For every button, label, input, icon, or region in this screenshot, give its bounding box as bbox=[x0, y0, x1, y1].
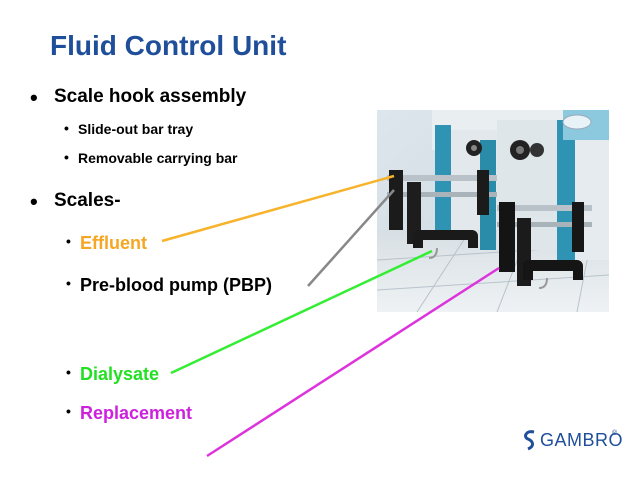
registered-mark: ® bbox=[612, 430, 618, 437]
bullet-marker: • bbox=[30, 189, 38, 214]
replacement-pointer-line bbox=[206, 266, 500, 458]
bullet-replacement: • Replacement bbox=[66, 403, 193, 424]
bullet-marker: • bbox=[64, 120, 69, 136]
bullet-label: Removable carrying bar bbox=[78, 150, 238, 166]
bullet-label: Scale hook assembly bbox=[54, 86, 247, 107]
scale-hook-assembly-photo bbox=[377, 110, 609, 312]
bullet-label: Effluent bbox=[80, 233, 147, 253]
bullet-label: Dialysate bbox=[80, 364, 160, 384]
bullet-marker: • bbox=[30, 85, 38, 110]
slide-title: Fluid Control Unit bbox=[50, 30, 287, 61]
bullet-slide-out-bar-tray: • Slide-out bar tray bbox=[64, 120, 194, 137]
effluent-pointer-line bbox=[161, 174, 395, 243]
bullet-pre-blood-pump: • Pre-blood pump (PBP) bbox=[66, 275, 272, 296]
dialysate-pointer-line bbox=[170, 249, 433, 375]
bullet-marker: • bbox=[66, 275, 71, 291]
gambro-logo-mark-icon bbox=[524, 430, 535, 451]
bullet-label: Pre-blood pump (PBP) bbox=[80, 275, 272, 295]
gambro-logo: GAMBRO ® bbox=[522, 426, 623, 454]
bullet-removable-carrying-bar: • Removable carrying bar bbox=[64, 149, 238, 166]
bullet-label: Scales- bbox=[54, 190, 121, 211]
bullet-marker: • bbox=[64, 149, 69, 165]
bullet-label: Slide-out bar tray bbox=[78, 121, 194, 137]
bullet-label: Replacement bbox=[80, 403, 193, 423]
bullet-dialysate: • Dialysate bbox=[66, 364, 160, 385]
gambro-logo-text: GAMBRO bbox=[540, 430, 624, 450]
bullet-scale-hook-assembly: • Scale hook assembly bbox=[30, 85, 247, 110]
pbp-pointer-line bbox=[307, 189, 395, 287]
bullet-marker: • bbox=[66, 364, 71, 380]
bullet-effluent: • Effluent bbox=[66, 233, 147, 254]
bullet-marker: • bbox=[66, 233, 71, 249]
bullet-marker: • bbox=[66, 403, 71, 419]
bullet-scales: • Scales- bbox=[30, 189, 121, 214]
